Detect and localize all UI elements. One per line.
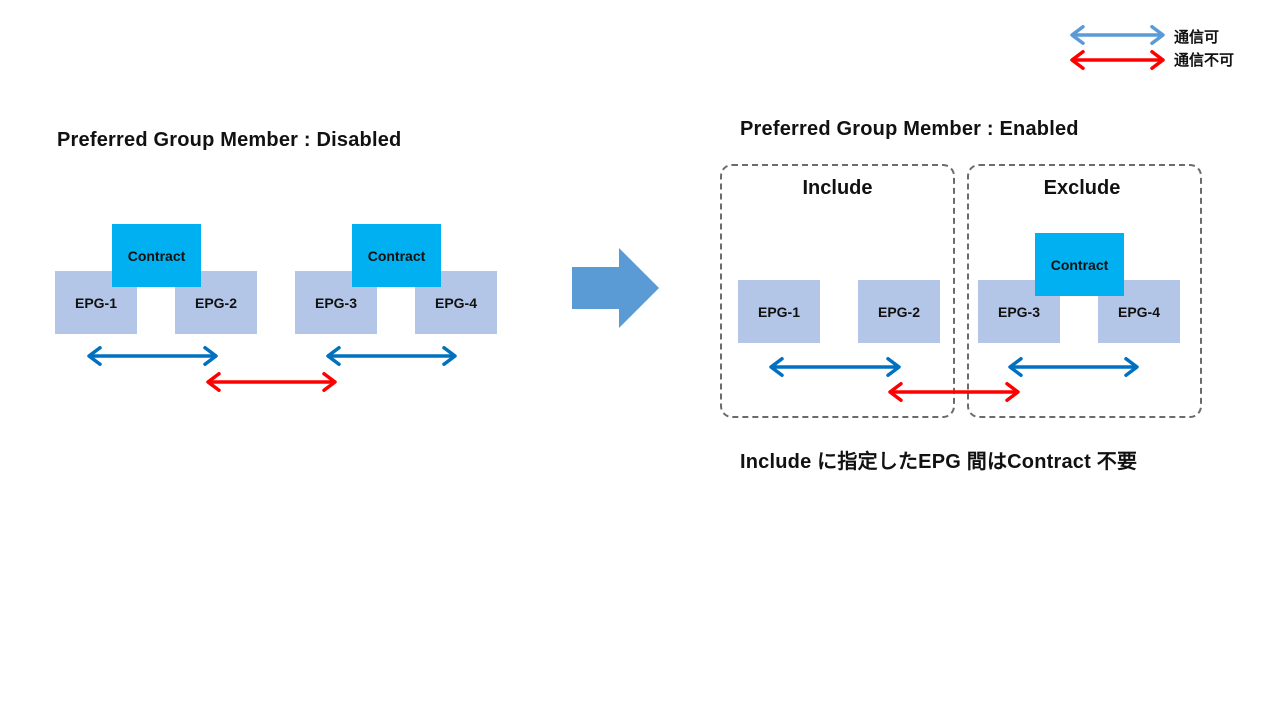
legend-blocked-label: 通信不可: [1174, 52, 1235, 69]
arrow-head-right: [886, 357, 901, 377]
include-label: Include: [802, 177, 873, 199]
left-title: Preferred Group Member : Disabled: [57, 129, 402, 151]
arrow-head-left: [769, 357, 784, 377]
left-epg-4: EPG-4: [415, 271, 497, 334]
arrow-head-left: [1070, 50, 1085, 70]
legend-allowed-arrow: [1070, 25, 1165, 45]
arrow-head-right: [203, 346, 218, 366]
arrow-head-right: [1150, 25, 1165, 45]
right-blocked-arrow-2-3: [888, 382, 1020, 402]
arrow-head-left: [326, 346, 341, 366]
legend-blocked-arrow: [1070, 50, 1165, 70]
right-allowed-arrow-3-4: [1008, 357, 1139, 377]
exclude-label: Exclude: [1043, 177, 1121, 199]
right-epg-2: EPG-2: [858, 280, 940, 343]
right-allowed-arrow-1-2: [769, 357, 901, 377]
arrow-head-right: [322, 372, 337, 392]
legend-allowed-label: 通信可: [1174, 29, 1220, 46]
legend: 通信可 通信不可: [1066, 22, 1266, 72]
arrow-head-left: [87, 346, 102, 366]
arrow-head-left: [888, 382, 903, 402]
right-epg-1: EPG-1: [738, 280, 820, 343]
include-group-box: [720, 164, 955, 418]
left-allowed-arrow-1-2: [87, 346, 218, 366]
right-arrow-icon: [572, 248, 659, 328]
left-contract-2: Contract: [352, 224, 441, 287]
arrow-head-left: [1070, 25, 1085, 45]
left-allowed-arrow-3-4: [326, 346, 457, 366]
arrow-head-right: [442, 346, 457, 366]
right-note: Include に指定したEPG 間はContract 不要: [740, 451, 1138, 473]
arrow-head-left: [1008, 357, 1023, 377]
left-blocked-arrow-2-3: [206, 372, 337, 392]
exclude-group-box: [967, 164, 1202, 418]
arrow-head-right: [1124, 357, 1139, 377]
right-contract: Contract: [1035, 233, 1124, 296]
arrow-head-right: [1150, 50, 1165, 70]
left-contract-1: Contract: [112, 224, 201, 287]
arrow-head-right: [1005, 382, 1020, 402]
right-title: Preferred Group Member : Enabled: [740, 118, 1079, 140]
arrow-head-left: [206, 372, 221, 392]
